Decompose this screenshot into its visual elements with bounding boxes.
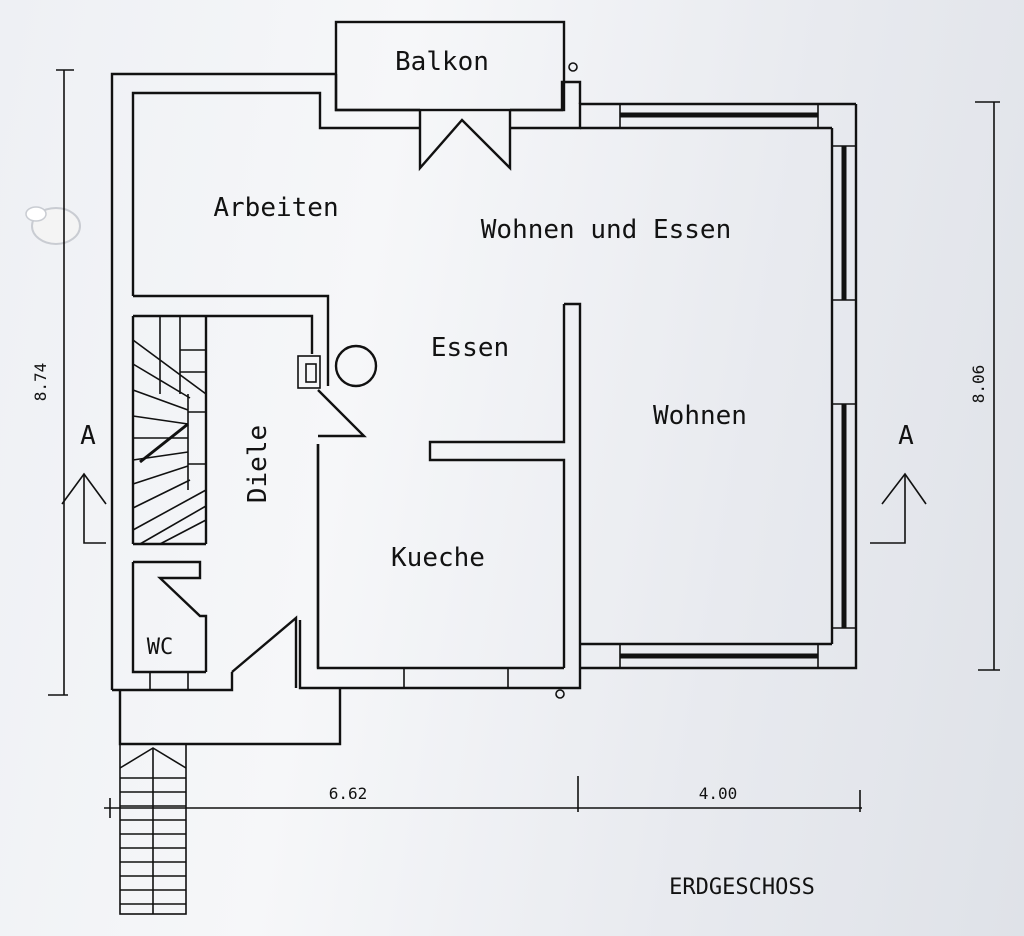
pushpin-icon bbox=[25, 206, 81, 245]
dimension-right-height: 8.06 bbox=[969, 365, 988, 404]
section-label-right: A bbox=[898, 421, 914, 451]
room-label-kueche: Kueche bbox=[391, 543, 485, 573]
floor-title: ERDGESCHOSS bbox=[669, 875, 815, 900]
bottom-dimension-line bbox=[104, 776, 862, 818]
room-label-balkon: Balkon bbox=[395, 47, 489, 77]
right-dimension-line bbox=[975, 101, 1000, 671]
section-label-left: A bbox=[80, 421, 96, 451]
section-marker-right bbox=[870, 472, 927, 544]
room-label-diele: Diele bbox=[243, 425, 273, 503]
section-marker-left bbox=[61, 472, 107, 544]
left-dimension-line bbox=[48, 69, 74, 696]
interior-walls bbox=[131, 294, 582, 690]
room-label-wohnen-essen: Wohnen und Essen bbox=[481, 215, 731, 245]
room-label-essen: Essen bbox=[431, 333, 509, 363]
balcony bbox=[334, 20, 578, 112]
entrance-steps bbox=[118, 688, 342, 915]
staircase bbox=[132, 316, 207, 545]
room-label-wc: WC bbox=[147, 635, 174, 660]
dimension-bottom-right: 4.00 bbox=[699, 784, 738, 803]
dimension-left-height: 8.74 bbox=[31, 363, 50, 402]
exterior-walls bbox=[110, 72, 858, 699]
room-label-arbeiten: Arbeiten bbox=[213, 193, 338, 223]
dimension-bottom-left: 6.62 bbox=[329, 784, 368, 803]
room-label-wohnen: Wohnen bbox=[653, 401, 747, 431]
